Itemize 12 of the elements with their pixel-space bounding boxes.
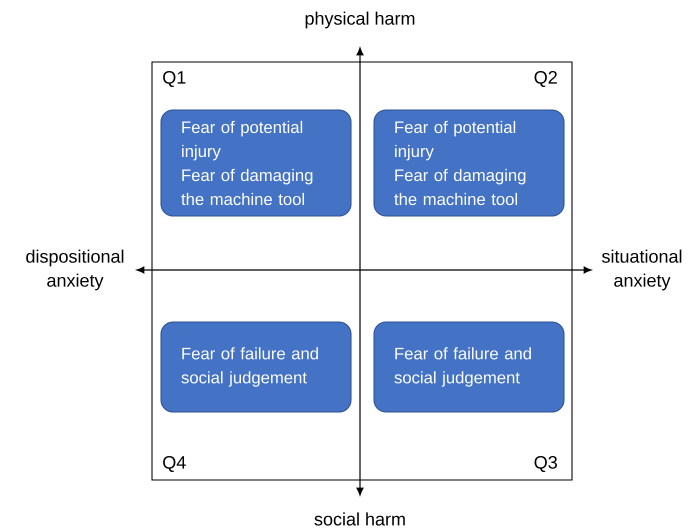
- quadrant-label: Q4: [163, 456, 186, 472]
- quadrant-label: Q1: [163, 71, 186, 87]
- fear-box: Fear of failure and social judgement: [160, 321, 352, 413]
- fear-box: Fear of failure and social judgement: [373, 321, 565, 413]
- fear-box: Fear of potential injury Fear of damaging the machine tool: [373, 109, 565, 217]
- axis-label: dispositional anxiety: [26, 250, 124, 290]
- axis-label: physical harm: [306, 12, 414, 28]
- quadrant-label: Q2: [534, 71, 557, 87]
- quadrant-label: Q3: [534, 456, 557, 472]
- axis-label: social harm: [314, 512, 405, 526]
- axis-label: situational anxiety: [602, 250, 682, 290]
- fear-box: Fear of potential injury Fear of damaging the machine tool: [160, 109, 352, 217]
